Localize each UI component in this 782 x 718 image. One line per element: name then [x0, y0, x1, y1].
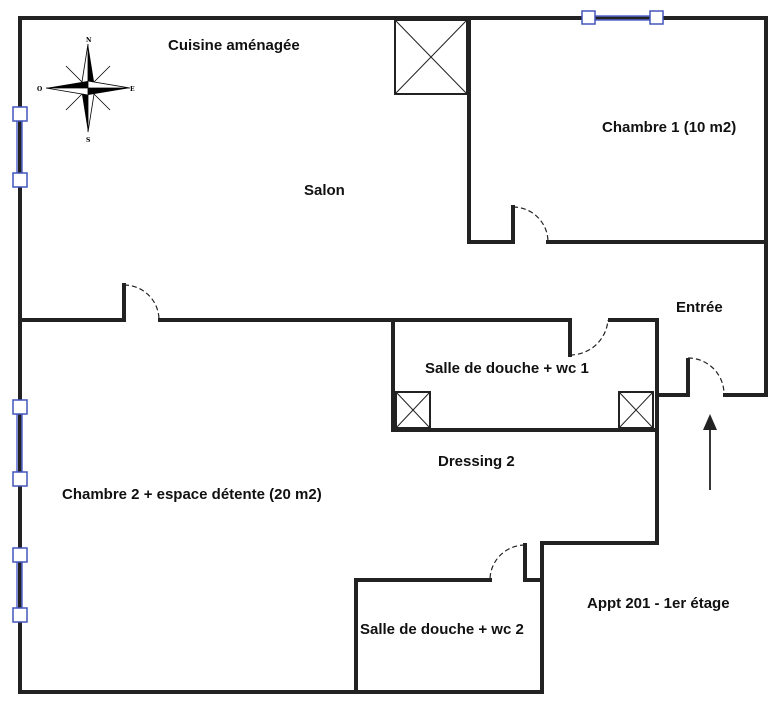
door-douche2-arc[interactable] [489, 544, 526, 581]
door-douche1-arc[interactable] [569, 319, 609, 356]
walls [18, 16, 768, 694]
label-douche2: Salle de douche + wc 2 [360, 621, 524, 638]
windows [12, 10, 664, 623]
compass-north: N [86, 37, 92, 44]
window-left-chambre2-a [12, 399, 28, 487]
window-left-chambre2-b [12, 547, 28, 623]
door-entry-arc[interactable] [687, 357, 725, 395]
douche2-wall [354, 578, 544, 694]
label-cuisine: Cuisine aménagée [168, 37, 300, 54]
entrance-arrow [703, 414, 717, 490]
label-chambre1: Chambre 1 (10 m2) [602, 119, 736, 136]
label-entree: Entrée [676, 299, 723, 316]
douche1-wall [391, 318, 659, 397]
shaft-douche1-left [395, 391, 431, 429]
label-dressing: Dressing 2 [438, 453, 515, 470]
compass-south: S [86, 137, 90, 144]
compass-rose: N S E O [37, 37, 135, 144]
room-labels: Cuisine aménagée Salon Chambre 1 (10 m2)… [62, 37, 736, 638]
salon-divider-wall [18, 318, 659, 432]
compass-east: E [130, 86, 135, 93]
window-top [581, 10, 664, 25]
window-left-salon [12, 106, 28, 188]
label-salon: Salon [304, 182, 345, 199]
label-douche1: Salle de douche + wc 1 [425, 360, 589, 377]
shaft-kitchen [394, 19, 468, 95]
outer-wall [18, 16, 768, 694]
compass-west: O [37, 86, 42, 93]
chambre1-wall [467, 16, 768, 244]
shaft-douche1-right [618, 391, 654, 429]
door-salon-arc[interactable] [123, 284, 160, 321]
plan-caption: Appt 201 - 1er étage [587, 595, 730, 612]
doors [123, 206, 725, 581]
label-chambre2: Chambre 2 + espace détente (20 m2) [62, 486, 322, 503]
shafts [394, 19, 654, 429]
door-chambre1-arc[interactable] [512, 206, 549, 243]
